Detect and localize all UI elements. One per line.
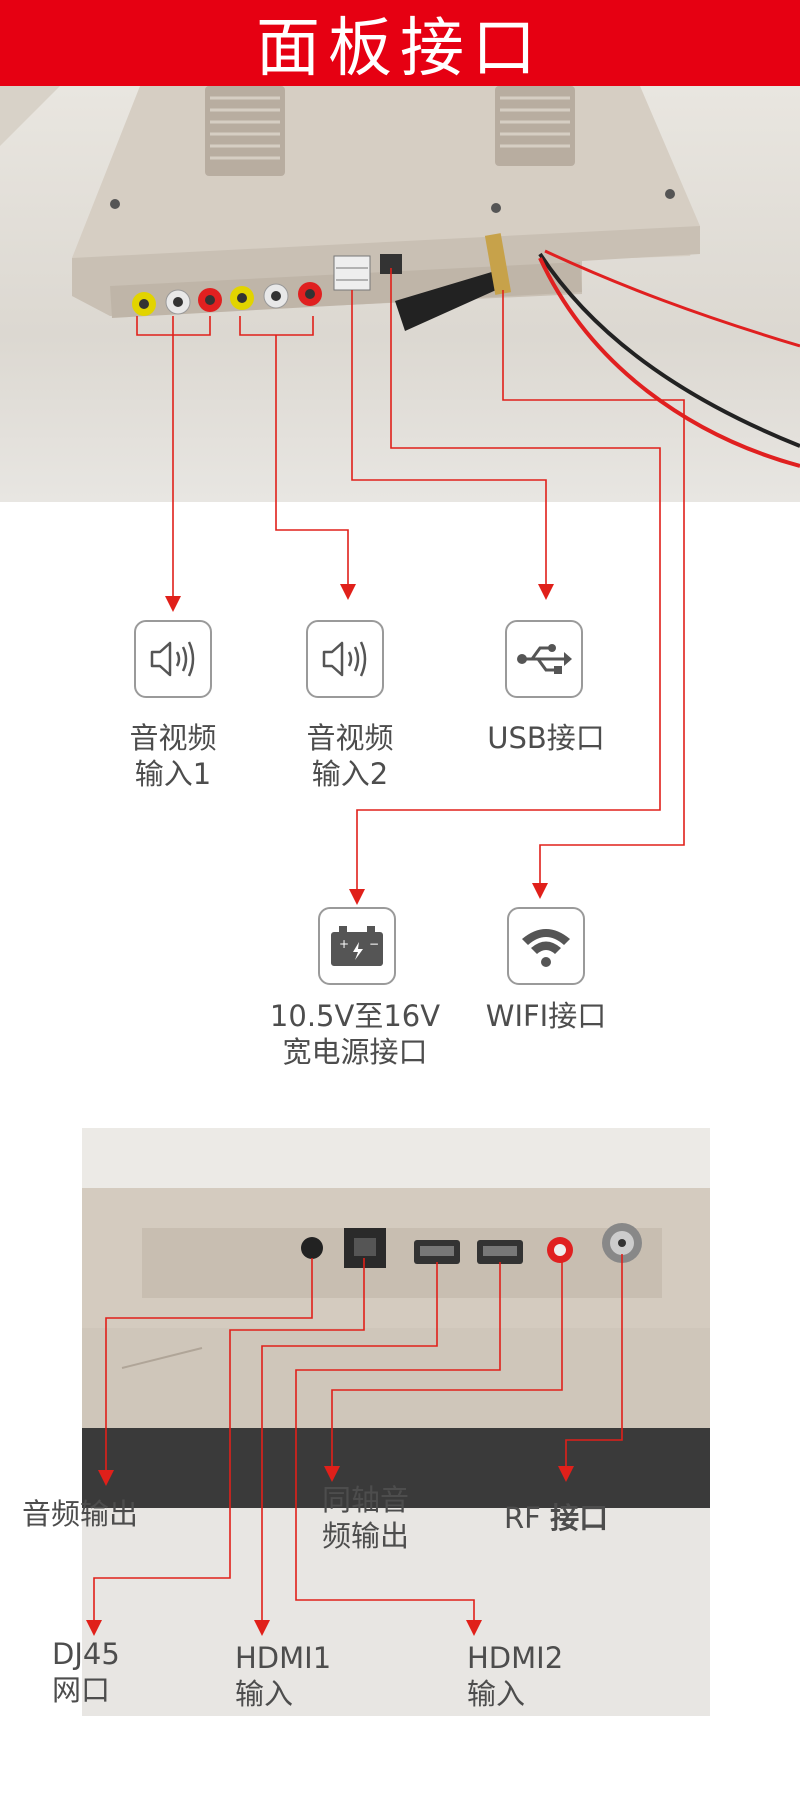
power-port-card: + − <box>318 907 396 985</box>
hdmi2-label: HDMI2 输入 <box>467 1641 564 1711</box>
battery-icon: + − <box>331 926 383 966</box>
av1-label: 音视频 输入1 <box>129 721 217 791</box>
usb-port-card <box>505 620 583 698</box>
wifi-port-card <box>507 907 585 985</box>
header-banner: 面板接口 <box>0 0 800 86</box>
audio-out-label: 音频输出 <box>22 1497 139 1531</box>
usb-label: USB接口 <box>487 721 605 755</box>
av2-port-card <box>306 620 384 698</box>
usb-icon <box>517 644 572 674</box>
speaker-icon <box>150 641 195 677</box>
hdmi1-label: HDMI1 输入 <box>235 1641 332 1711</box>
wifi-label: WIFI接口 <box>485 999 607 1033</box>
rf-label: RF 接口 <box>504 1501 609 1535</box>
speaker-icon <box>322 641 367 677</box>
device-top-photo <box>0 86 800 502</box>
power-label: 10.5V至16V 宽电源接口 <box>269 999 441 1069</box>
av1-port-card <box>134 620 212 698</box>
page-title: 面板接口 <box>256 12 544 86</box>
device-bottom-photo <box>82 1128 710 1716</box>
coax-out-label: 同轴音 频输出 <box>322 1483 410 1553</box>
dj45-label: DJ45 网口 <box>52 1637 120 1707</box>
wifi-icon <box>522 929 570 967</box>
svg-text:+: + <box>339 937 349 951</box>
svg-text:−: − <box>369 937 379 951</box>
av2-label: 音视频 输入2 <box>306 721 394 791</box>
